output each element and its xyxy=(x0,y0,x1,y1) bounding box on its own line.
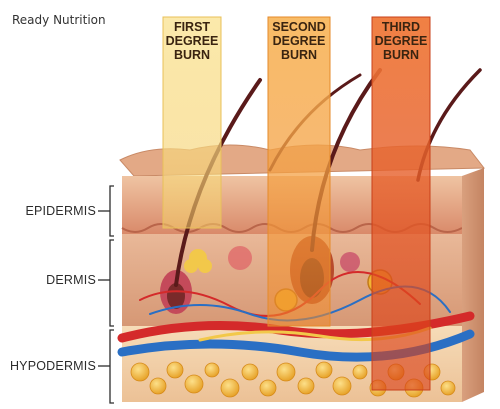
burn-label-line: DEGREE xyxy=(374,34,428,48)
second-degree-burn-column xyxy=(267,16,331,327)
skin-side-face xyxy=(462,168,484,402)
burn-label-line: BURN xyxy=(280,48,318,62)
first-degree-burn-column xyxy=(162,16,222,229)
burn-label-line: FIRST xyxy=(173,20,211,34)
brand-watermark: Ready Nutrition xyxy=(12,13,106,27)
burn-label-line: THIRD xyxy=(381,20,421,34)
first-degree-burn-label: FIRST DEGREE BURN xyxy=(162,20,222,62)
burn-label-line: BURN xyxy=(382,48,420,62)
burn-label-line: BURN xyxy=(173,48,211,62)
layer-brackets xyxy=(98,185,114,404)
burn-label-line: SECOND xyxy=(272,20,326,34)
hypodermis-label: HYPODERMIS xyxy=(9,359,96,373)
dermis-label: DERMIS xyxy=(46,273,96,287)
epidermis-label: EPIDERMIS xyxy=(25,204,96,218)
burn-label-line: DEGREE xyxy=(165,34,219,48)
second-degree-burn-label: SECOND DEGREE BURN xyxy=(269,20,329,62)
burn-label-line: DEGREE xyxy=(272,34,326,48)
third-degree-burn-column xyxy=(371,16,431,391)
third-degree-burn-label: THIRD DEGREE BURN xyxy=(371,20,431,62)
